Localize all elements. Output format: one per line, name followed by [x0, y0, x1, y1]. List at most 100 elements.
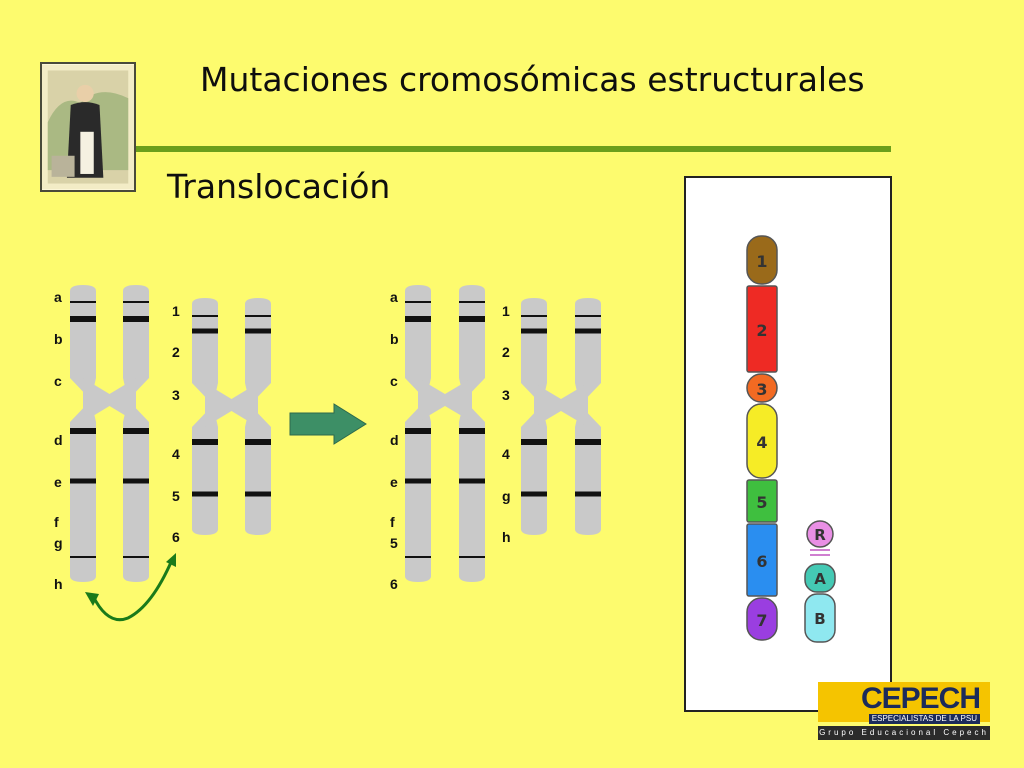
gene-label: 4 — [502, 446, 510, 462]
curved-double-arrow-icon — [85, 553, 176, 622]
band — [70, 428, 96, 434]
chromosome — [405, 285, 485, 582]
chromosome — [70, 285, 149, 582]
band — [123, 316, 149, 322]
gene-label: c — [390, 373, 398, 389]
chromosome-segment — [804, 563, 836, 593]
chromosome-segment — [746, 597, 778, 641]
segment-label: A — [814, 570, 826, 588]
band — [245, 315, 271, 317]
gene-label: f — [54, 514, 59, 530]
band — [459, 316, 485, 322]
segment-label: 5 — [756, 493, 767, 512]
centromere — [83, 378, 136, 422]
chromosome — [521, 298, 601, 535]
logo-group: Grupo Educacional Cepech — [818, 726, 990, 740]
band — [521, 328, 547, 334]
band — [459, 428, 485, 434]
satellite-knob — [806, 520, 834, 548]
band — [70, 478, 96, 484]
gene-label: 4 — [172, 446, 180, 462]
segment-label: 1 — [756, 252, 767, 271]
gene-label: f — [390, 514, 395, 530]
slide-title: Mutaciones cromosómicas estructurales — [200, 60, 865, 99]
band — [192, 315, 218, 317]
segment-label: 7 — [756, 611, 767, 630]
segment-label: 3 — [756, 380, 767, 399]
band — [192, 328, 218, 334]
chromosome-segment — [746, 479, 778, 523]
band — [245, 328, 271, 334]
chromosome-segment — [746, 403, 778, 479]
gene-label: 5 — [390, 535, 398, 551]
band — [575, 439, 601, 445]
band — [575, 328, 601, 334]
gene-label: e — [54, 474, 62, 490]
band — [123, 301, 149, 303]
band — [123, 478, 149, 484]
gene-label: 6 — [390, 576, 398, 592]
gene-label: b — [54, 331, 63, 347]
slide-subtitle: Translocación — [167, 167, 391, 206]
centromere — [418, 378, 472, 422]
gene-label: 1 — [502, 303, 510, 319]
band — [405, 301, 431, 303]
band — [459, 556, 485, 558]
chromosome — [192, 298, 271, 535]
gene-label: 3 — [502, 387, 510, 403]
gene-label: c — [54, 373, 62, 389]
band — [405, 556, 431, 558]
centromere — [205, 383, 258, 427]
chromosome-segment — [746, 523, 778, 597]
band — [575, 315, 601, 317]
gene-label: e — [390, 474, 398, 490]
band — [70, 316, 96, 322]
logo-name: CEPECH — [860, 682, 981, 715]
gene-label: 2 — [172, 344, 180, 360]
gene-label: g — [54, 535, 63, 551]
portrait-image — [40, 62, 136, 192]
band — [70, 556, 96, 558]
right-arrow-icon — [289, 403, 367, 445]
gene-label: h — [502, 529, 511, 545]
gene-label: a — [54, 289, 62, 305]
band — [405, 478, 431, 484]
band — [192, 491, 218, 497]
gene-label: d — [390, 432, 399, 448]
gene-label: d — [54, 432, 63, 448]
segment-label: B — [814, 610, 825, 628]
segment-label: 2 — [756, 321, 767, 340]
band — [245, 491, 271, 497]
gene-label: h — [54, 576, 63, 592]
band — [192, 439, 218, 445]
segment-label: 4 — [756, 433, 767, 452]
title-divider — [136, 146, 891, 152]
chromosome-segment — [746, 235, 778, 285]
band — [405, 316, 431, 322]
centromere — [534, 383, 588, 427]
band — [459, 301, 485, 303]
gene-label: g — [502, 488, 511, 504]
band — [245, 439, 271, 445]
band — [405, 428, 431, 434]
gene-label: 3 — [172, 387, 180, 403]
gene-label: 1 — [172, 303, 180, 319]
segment-label: 6 — [756, 552, 767, 571]
band — [521, 491, 547, 497]
chromosome-segment — [804, 593, 836, 643]
band — [123, 556, 149, 558]
band — [575, 491, 601, 497]
gene-label: 2 — [502, 344, 510, 360]
logo-tagline: ESPECIALISTAS DE LA PSU — [868, 714, 980, 724]
gene-label: 5 — [172, 488, 180, 504]
band — [70, 301, 96, 303]
chromosome-segment — [746, 373, 778, 403]
band — [459, 478, 485, 484]
portrait-illustration — [42, 64, 134, 190]
gene-label: b — [390, 331, 399, 347]
gene-label: a — [390, 289, 398, 305]
band — [521, 315, 547, 317]
